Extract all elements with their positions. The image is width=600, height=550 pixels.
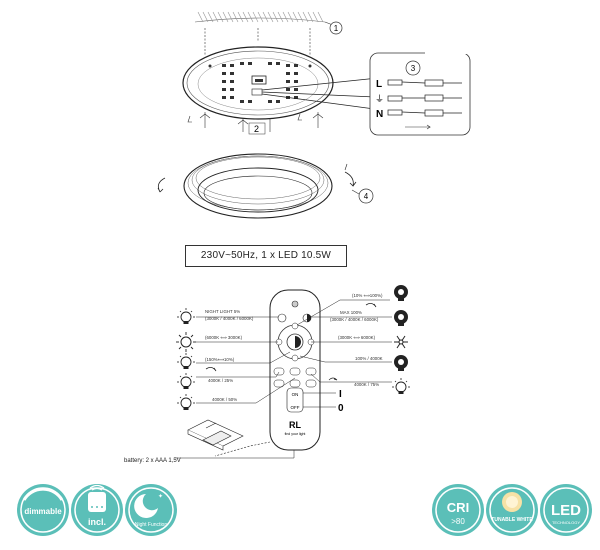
step-3-label: 3 [411,64,416,73]
power-rocker[interactable] [286,387,304,413]
earth-icon: ⏚ [375,94,384,104]
badges-left: dimmable incl. ✦ Night Function [17,484,177,536]
sun-icon [176,332,196,352]
cri-badge: CRI >80 [432,484,484,536]
bulb-icon-right-5 [392,378,410,394]
lamp-cover [157,153,357,219]
step-1-marker [329,21,343,35]
preset-25-button[interactable] [273,367,285,376]
bulb-icon-left-5 [177,394,195,410]
night-light-label: NIGHT LIGHT 5% [205,309,240,314]
snowflake-icon [394,335,408,349]
on-symbol: I [339,389,342,400]
terminal-live-label: L [376,79,382,90]
base-plate [182,46,334,120]
on-key-label: ON [292,392,299,397]
bulb-icon-left-4 [177,373,195,389]
battery-label: battery: 2 x AAA 1,5V [124,458,181,464]
step-1-label: 1 [334,24,339,33]
preset-a-button[interactable] [273,379,285,388]
led-badge: LED TECHNOLOGY [540,484,592,536]
spec-label: 230V~50Hz, 1 x LED 10.5W [185,245,347,267]
bulb-icon-right-1 [394,285,408,301]
dim-down-label: (150%⟺10%) [205,357,235,362]
preset-c-button[interactable] [305,379,317,388]
ceiling-hatch [194,11,326,23]
off-symbol: 0 [338,403,344,414]
dimmable-badge: dimmable [17,484,69,536]
terminal-neutral-label: N [376,109,383,120]
preset-100-label: 100% / 4000K [355,356,383,361]
preset-25-label: 4000K / 25% [208,378,233,383]
max-cct-label: (3000K / 4000K / 6000K) [330,317,379,322]
preset-b-button[interactable] [289,379,301,388]
cct-down-label: (6000K ⟺ 3000K) [205,335,243,340]
bulb-icon-left-1 [177,308,195,324]
preset-50-button[interactable] [289,367,301,376]
led-tech-text: TECHNOLOGY [552,520,580,525]
battery-compartment [187,419,271,457]
cct-up-label: (3000K ⟺ 6000K) [338,335,376,340]
bulb-icon-left-3 [177,353,195,369]
svg-text:✦: ✦ [158,493,163,500]
step-4-label: 4 [364,192,369,201]
brand-tagline: find your light [285,432,306,436]
step-2-label: 2 [254,124,259,134]
preset-75-label: 4000K / 75% [354,382,379,387]
badges-right: CRI >80 TUNABLE WHITE LED TECHNOLOGY [432,484,592,536]
step-4-marker [358,188,374,204]
preset-50-label: 4000K / 50% [212,397,237,402]
night-light-cct-label: (3000K / 4000K / 6000K) [205,316,254,321]
mounting-diagram: 1 2 3 L ⏚ N [157,11,471,219]
indicator-led [291,300,299,308]
max-label: MAX 100% [340,310,362,315]
remote-incl-badge: incl. [71,484,123,536]
cri-text: CRI [447,500,469,515]
preset-75-button[interactable] [305,367,317,376]
night-function-badge: ✦ Night Function [125,484,177,536]
night-function-text: Night Function [135,522,167,528]
terminal-block: 3 L ⏚ N [369,52,471,136]
remote-diagram: ON OFF RL find your light I 0 NIGHT LIGH… [124,285,410,464]
cri-value-text: >80 [451,517,465,526]
tunable-text: TUNABLE WHITE [491,517,533,523]
remote-control: ON OFF RL find your light [269,289,321,451]
bulb-icon-right-4 [394,355,408,371]
night-light-button[interactable] [277,313,287,323]
off-key-label: OFF [291,405,300,410]
brand-logo: RL [289,420,301,430]
bulb-icon-right-2 [394,310,408,326]
dimmable-text: dimmable [24,507,62,516]
fixing-screws [187,112,324,132]
dim-up-label: (10% ⟺100%) [352,293,383,298]
led-text: LED [551,502,581,519]
step-3-marker [405,60,421,76]
tunable-white-badge: TUNABLE WHITE [486,484,538,536]
incl-text: incl. [88,517,106,527]
